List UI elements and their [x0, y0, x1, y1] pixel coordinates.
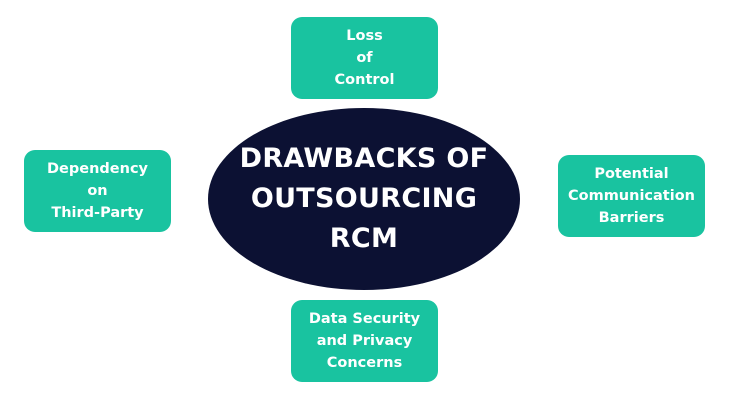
- node-loss-of-control: Loss of Control: [291, 17, 438, 99]
- central-topic-ellipse: DRAWBACKS OF OUTSOURCING RCM: [208, 108, 520, 290]
- node-data-security-and-privacy-concerns: Data Security and Privacy Concerns: [291, 300, 438, 382]
- node-label: Data Security and Privacy Concerns: [308, 311, 421, 371]
- node-dependency-on-third-party: Dependency on Third-Party: [24, 150, 171, 232]
- central-topic-title: DRAWBACKS OF OUTSOURCING RCM: [239, 143, 489, 254]
- node-label: Dependency on Third-Party: [47, 161, 148, 221]
- node-label: Loss of Control: [334, 28, 395, 88]
- node-potential-communication-barriers: Potential Communication Barriers: [558, 155, 705, 237]
- node-label: Potential Communication Barriers: [567, 166, 695, 226]
